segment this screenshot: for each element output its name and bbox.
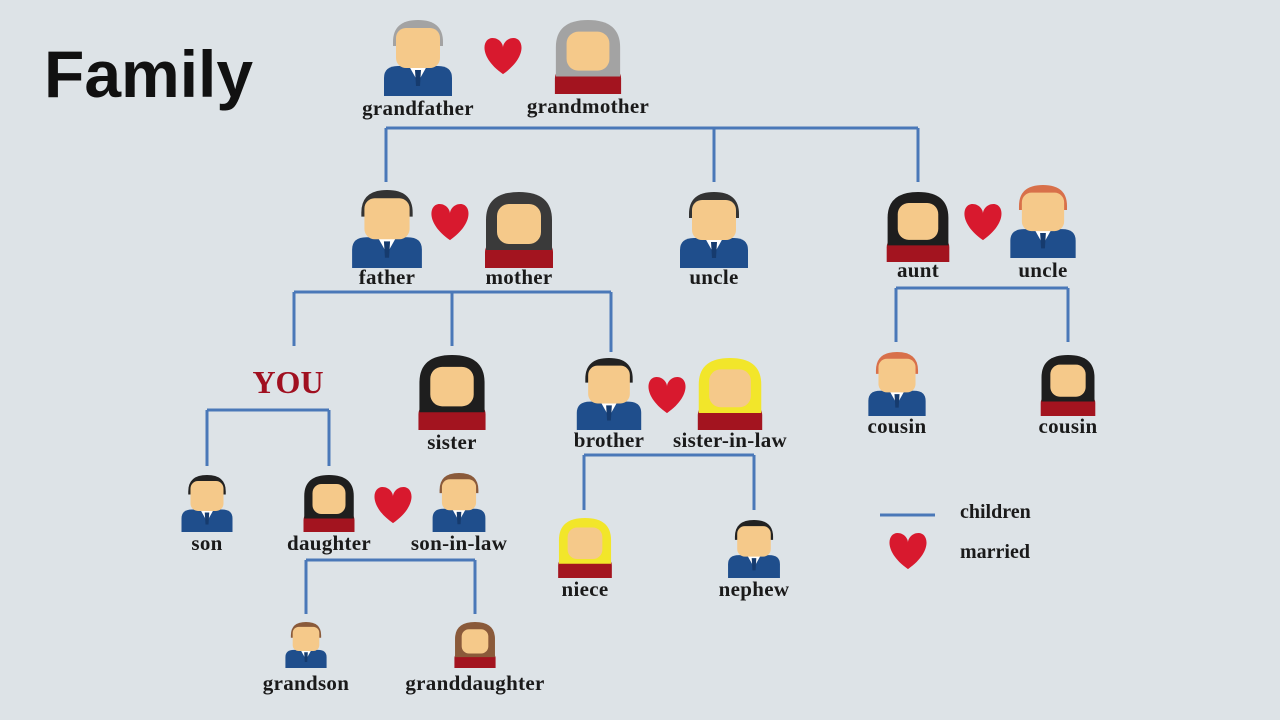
son-avatar — [181, 475, 233, 532]
grandmother-label: grandmother — [526, 94, 650, 118]
grandson-avatar — [285, 622, 327, 668]
granddaughter-label: granddaughter — [405, 671, 545, 695]
cousin-1-label: cousin — [867, 414, 927, 438]
uncle-in-law-avatar — [1010, 185, 1076, 258]
page-title: Family — [44, 37, 254, 111]
cousin-2-label: cousin — [1038, 414, 1098, 438]
brother-avatar — [576, 358, 642, 430]
brother-label: brother — [573, 428, 645, 452]
legend-children-label: children — [960, 501, 1031, 523]
legend-married-label: married — [960, 541, 1030, 563]
grandson-label: grandson — [262, 671, 350, 695]
daughter-avatar — [303, 475, 355, 532]
aunt-label: aunt — [896, 258, 940, 282]
uncle-in-law-label: uncle — [1018, 258, 1068, 282]
mother-label: mother — [485, 265, 553, 289]
son-in-law-avatar — [432, 473, 486, 532]
grandmother-avatar — [554, 20, 622, 94]
heart-icon — [648, 377, 686, 414]
heart-icon — [484, 38, 522, 75]
cousin-1-avatar — [868, 352, 926, 416]
niece-avatar — [558, 518, 612, 578]
sister-label: sister — [427, 430, 477, 454]
heart-icon — [431, 204, 469, 241]
aunt-avatar — [886, 192, 950, 262]
you-label: YOU — [252, 364, 324, 400]
heart-icon — [374, 487, 412, 524]
daughter-label: daughter — [286, 531, 372, 555]
grandfather-avatar — [384, 20, 452, 96]
sister-in-law-label: sister-in-law — [673, 428, 787, 452]
father-avatar — [352, 190, 422, 268]
nephew-label: nephew — [718, 577, 790, 601]
legend-heart-icon — [889, 533, 927, 570]
uncle-label: uncle — [689, 265, 739, 289]
father-label: father — [358, 265, 416, 289]
uncle-avatar — [680, 192, 748, 268]
heart-icon — [964, 204, 1002, 241]
son-in-law-label: son-in-law — [410, 531, 508, 555]
sister-in-law-avatar — [697, 358, 763, 430]
son-label: son — [191, 531, 223, 555]
sister-avatar — [418, 355, 486, 430]
cousin-2-avatar — [1040, 355, 1096, 416]
nephew-avatar — [728, 520, 780, 578]
grandfather-label: grandfather — [362, 96, 474, 120]
granddaughter-avatar — [454, 622, 496, 668]
mother-avatar — [485, 192, 553, 268]
niece-label: niece — [561, 577, 609, 601]
